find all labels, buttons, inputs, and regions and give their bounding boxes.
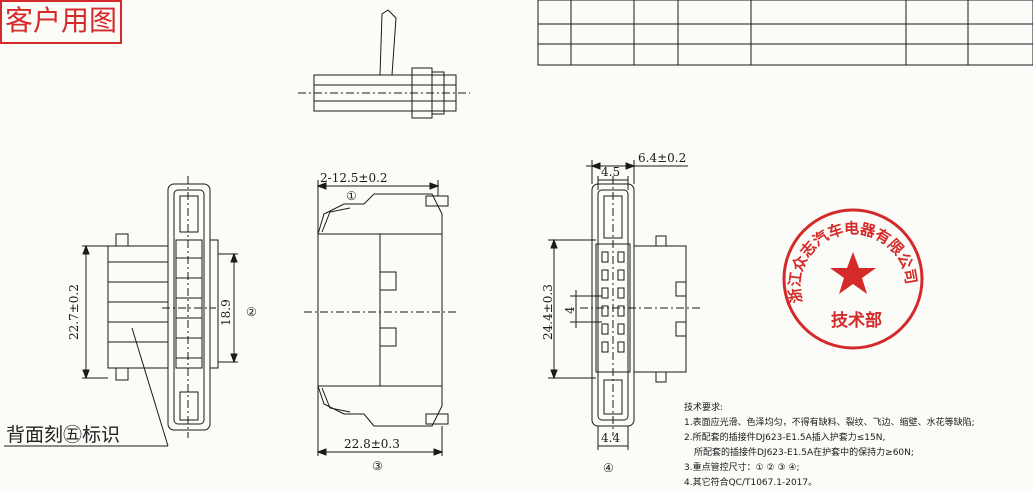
front-view xyxy=(304,180,456,456)
callout-2: ② xyxy=(246,305,257,319)
note-line: 3.重点管控尺寸：① ② ③ ④; xyxy=(684,463,800,473)
seal-star-icon xyxy=(830,252,876,294)
notes-title: 技术要求: xyxy=(684,403,724,413)
dim-24-4: 24.4±0.3 xyxy=(541,284,555,340)
back-mark-label: 背面刻㊄标识 xyxy=(6,424,121,446)
dim-12-5: 2-12.5±0.2 xyxy=(320,171,388,185)
left-view xyxy=(4,176,238,447)
callout-1: ① xyxy=(346,189,357,203)
dim-4: 4 xyxy=(563,306,577,314)
title-block-table xyxy=(537,0,1033,66)
dim-6-4: 6.4±0.2 xyxy=(638,151,686,165)
note-line: 2.所配套的插接件DJ623-E1.5A插入护套力≤15N, xyxy=(684,433,886,443)
note-line: 所配套的插接件DJ623-E1.5A在护套中的保持力≥60N; xyxy=(694,448,914,458)
technical-requirements: 技术要求: 1.表面应光滑、色泽均匀，不得有缺料、裂纹、飞边、缩壁、水花等缺陷;… xyxy=(684,401,975,491)
callout-4: ④ xyxy=(603,461,614,475)
dim-22-7: 22.7±0.2 xyxy=(67,284,81,340)
company-seal xyxy=(782,208,924,350)
dim-4-4: 4.4 xyxy=(601,431,620,445)
seal-center-text: 技术部 xyxy=(831,310,882,331)
customer-drawing-stamp: 客户用图 xyxy=(0,0,122,44)
dim-18-9: 18.9 xyxy=(219,299,233,326)
dim-4-5: 4.5 xyxy=(601,165,620,179)
note-line: 1.表面应光滑、色泽均匀，不得有缺料、裂纹、飞边、缩壁、水花等缺陷; xyxy=(684,418,975,428)
callout-3: ③ xyxy=(372,459,383,473)
right-view xyxy=(548,160,700,450)
dim-22-8: 22.8±0.3 xyxy=(344,437,400,451)
top-view xyxy=(298,9,470,119)
note-line: 4.其它符合QC/T1067.1-2017。 xyxy=(684,478,818,488)
